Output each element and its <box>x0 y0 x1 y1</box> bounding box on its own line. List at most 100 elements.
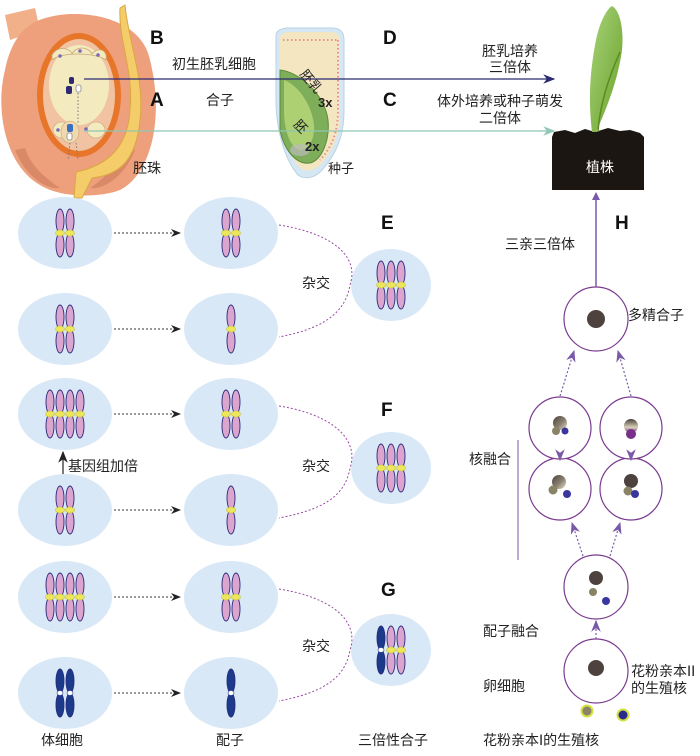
chromosome-arm <box>65 572 75 598</box>
somatic-cell <box>18 561 112 633</box>
centromere <box>65 506 75 514</box>
fusion-cell <box>599 457 663 521</box>
chromosome-arm <box>65 413 75 439</box>
chromosome-arm <box>65 389 75 415</box>
synergid <box>86 121 106 139</box>
chromosome-arm <box>221 572 231 598</box>
chromosome-arm <box>55 413 65 439</box>
centromere <box>66 690 74 696</box>
centromere <box>45 593 55 601</box>
chromosome-arm <box>396 284 406 310</box>
chromosome-arm <box>221 232 231 258</box>
chromosome-arm <box>226 668 236 694</box>
seed-illustration <box>275 27 345 179</box>
centromere <box>55 229 65 237</box>
gamete-cell <box>184 474 278 546</box>
nucleus <box>624 474 638 488</box>
chromosome-arm <box>226 328 236 354</box>
centromere <box>65 410 75 418</box>
polyspermic-zygote-cell <box>563 286 629 352</box>
centromere <box>386 281 396 289</box>
chromosome-arm <box>65 509 75 535</box>
chromosome-arm <box>376 625 386 651</box>
plant-label: 植株 <box>586 160 614 176</box>
chromosome-arm <box>231 413 241 439</box>
polyspermic-zygote-label: 多精合子 <box>628 308 684 324</box>
path-C-line1: 体外培养或种子萌发 <box>437 94 563 110</box>
three-parent-triploid-label: 三亲三倍体 <box>505 237 575 253</box>
fusion-cell <box>599 396 663 460</box>
pollen-parent-I-nucleus <box>580 704 594 718</box>
seed-endosperm-ploidy: 3x <box>318 95 333 110</box>
label-A: A <box>150 90 164 111</box>
flow-arrow <box>609 521 622 557</box>
nucleus <box>589 571 603 585</box>
chromosome-arm <box>45 596 55 622</box>
sperm-nucleus <box>75 84 82 93</box>
label-G: G <box>381 580 396 601</box>
triploid-zygote-cell <box>351 249 431 321</box>
chromosome-arm <box>396 467 406 493</box>
chromosome-arm <box>65 692 75 718</box>
chromosome-arm <box>396 625 406 651</box>
centromere <box>231 593 241 601</box>
centromere <box>396 281 406 289</box>
chromosome-arm <box>65 668 75 694</box>
label-B: B <box>150 28 164 49</box>
nucleus <box>626 429 636 439</box>
centromere <box>75 410 85 418</box>
nucleus <box>587 310 605 328</box>
centromere <box>376 464 386 472</box>
cell-body <box>18 293 112 365</box>
cell-body <box>184 378 278 450</box>
nucleus <box>589 588 597 596</box>
chromosome-arm <box>221 389 231 415</box>
chromosome-arm <box>65 328 75 354</box>
pollen-parent-II-line2: 的生殖核 <box>631 681 687 697</box>
gamete-fusion-cell <box>563 554 629 620</box>
primary-endosperm-cell-label: 初生胚乳细胞 <box>172 57 256 73</box>
somatic-cell <box>18 657 112 729</box>
chromosome-arm <box>226 304 236 330</box>
flow-arrow <box>559 349 576 397</box>
triploid-zygote-cell <box>351 614 431 686</box>
centromere <box>55 325 65 333</box>
chromosome-arm <box>226 485 236 511</box>
chromosome-arm <box>386 284 396 310</box>
chromosome-cells <box>18 197 431 729</box>
path-D-line1: 胚乳培养 <box>482 44 538 60</box>
chromosome-arm <box>55 485 65 511</box>
gamete-cell <box>184 378 278 450</box>
column-label-somatic-cell: 体细胞 <box>41 733 83 749</box>
centromere <box>386 646 396 654</box>
chromosome-arm <box>75 413 85 439</box>
centromere <box>386 464 396 472</box>
somatic-cell <box>18 378 112 450</box>
centromere <box>231 229 241 237</box>
nucleus <box>623 486 633 496</box>
nucleus <box>624 419 638 433</box>
chromosome-arm <box>65 208 75 234</box>
centromere <box>396 464 406 472</box>
path-D-line2: 三倍体 <box>489 60 531 76</box>
label-D: D <box>383 28 397 49</box>
nuclear-fusion-label: 核融合 <box>469 452 511 468</box>
pollen-parent-II-nucleus <box>616 708 630 722</box>
label-C: C <box>383 90 397 111</box>
chromosome-arm <box>231 208 241 234</box>
chromosome-arm <box>45 572 55 598</box>
cell-body <box>18 197 112 269</box>
chromosome-arm <box>226 692 236 718</box>
chromosome-arm <box>396 649 406 675</box>
chromosome-arm <box>376 260 386 286</box>
chromosome-arm <box>55 596 65 622</box>
chromosome-arm <box>386 649 396 675</box>
cell-body <box>184 197 278 269</box>
chromosome-arm <box>55 572 65 598</box>
path-C-line2: 二倍体 <box>479 111 521 127</box>
centromere <box>65 325 75 333</box>
zygote-label: 合子 <box>206 93 234 109</box>
cross-curve <box>278 588 353 702</box>
chromosome-arm <box>55 232 65 258</box>
